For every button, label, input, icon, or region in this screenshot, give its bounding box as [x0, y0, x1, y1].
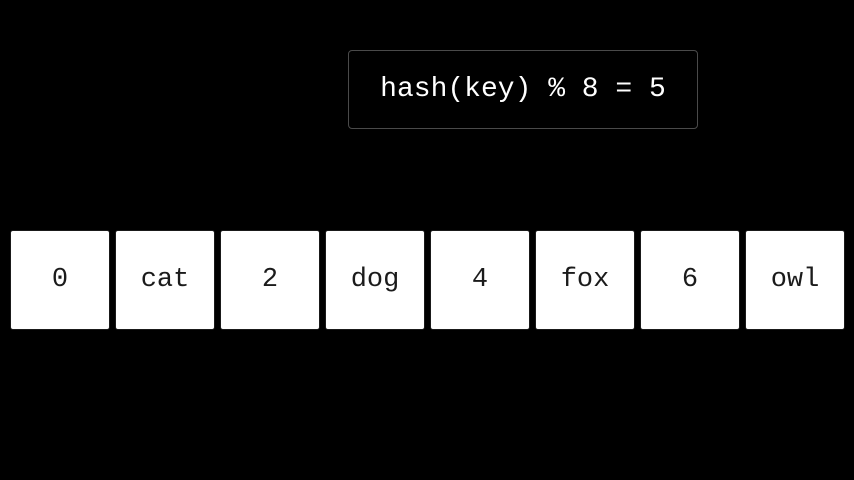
hash-formula-text: hash(key) % 8 = 5	[380, 74, 666, 105]
table-cell: cat	[115, 230, 215, 330]
table-cell-label: cat	[140, 265, 190, 295]
table-cell: 6	[640, 230, 740, 330]
hash-formula-box: hash(key) % 8 = 5	[348, 50, 698, 129]
table-cell: dog	[325, 230, 425, 330]
table-cell: owl	[745, 230, 845, 330]
table-cell-label: fox	[560, 265, 610, 295]
table-cell-label: 4	[471, 265, 489, 295]
table-cell-label: 6	[681, 265, 699, 295]
table-cell-label: owl	[770, 265, 820, 295]
table-cell-label: 2	[261, 265, 279, 295]
table-cell: 4	[430, 230, 530, 330]
table-cell-label: dog	[350, 265, 400, 295]
table-cell: fox	[535, 230, 635, 330]
table-cell-label: 0	[51, 265, 69, 295]
table-cell: 2	[220, 230, 320, 330]
hash-table-row: 0 cat 2 dog 4 fox 6 owl	[10, 230, 845, 330]
table-cell: 0	[10, 230, 110, 330]
